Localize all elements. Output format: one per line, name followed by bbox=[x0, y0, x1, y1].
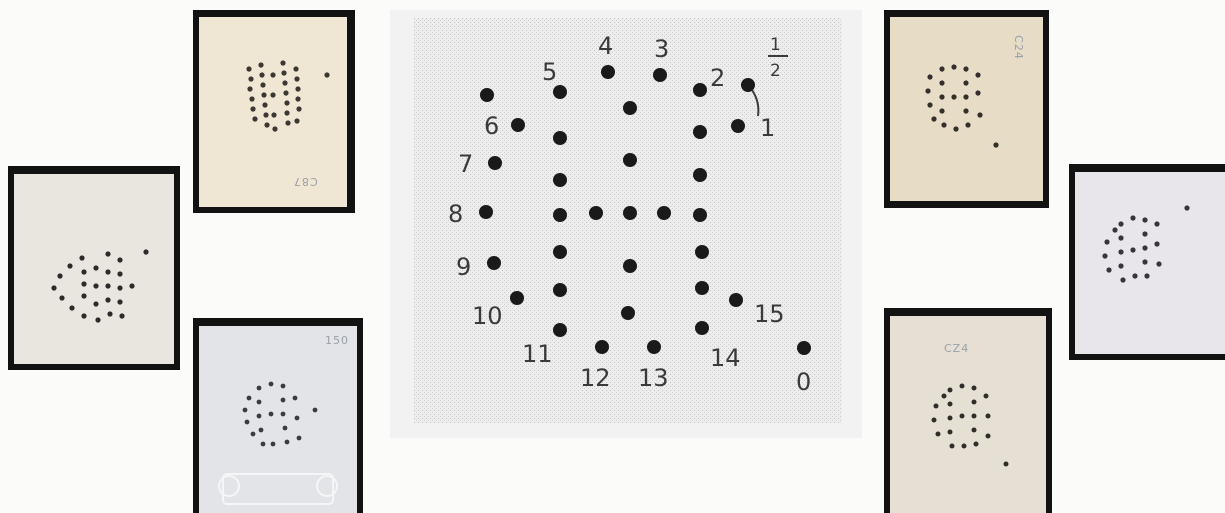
pencil-note: CZ4 bbox=[944, 342, 969, 355]
label-12: 12 bbox=[580, 364, 611, 392]
stamp-back: CZ4 bbox=[890, 316, 1046, 513]
stamp-card-mid-right bbox=[1069, 164, 1225, 360]
stamp-card-top-left: C87 bbox=[193, 10, 355, 213]
label-0: 0 bbox=[796, 368, 811, 396]
stamp-card-bottom-left: 150 bbox=[193, 318, 363, 513]
stamp-back: 150 bbox=[199, 326, 357, 513]
label-4: 4 bbox=[598, 32, 613, 60]
perfin-diagram: 4 3 5 2 1 2 1 6 7 8 9 10 11 12 13 14 15 … bbox=[390, 10, 862, 438]
label-11: 11 bbox=[522, 340, 553, 368]
label-5: 5 bbox=[542, 58, 557, 86]
perfin-holes bbox=[199, 326, 357, 513]
label-13: 13 bbox=[638, 364, 669, 392]
label-15: 15 bbox=[754, 300, 785, 328]
stamp-back: C87 bbox=[199, 17, 347, 207]
label-8: 8 bbox=[448, 200, 463, 228]
perfin-holes bbox=[14, 174, 174, 364]
label-3: 3 bbox=[654, 35, 669, 63]
label-2: 2 bbox=[710, 64, 725, 92]
stamp-card-mid-left bbox=[8, 166, 180, 370]
label-9: 9 bbox=[456, 253, 471, 281]
label-1-half-num: 1 bbox=[770, 35, 781, 55]
label-10: 10 bbox=[472, 302, 503, 330]
pencil-note: C24 bbox=[1012, 35, 1025, 60]
stamp-back: C24 bbox=[890, 17, 1043, 201]
stamp-card-bottom-right: CZ4 bbox=[884, 308, 1052, 513]
label-14: 14 bbox=[710, 344, 741, 372]
label-1: 1 bbox=[760, 114, 775, 142]
diagram-svg: 4 3 5 2 1 2 1 6 7 8 9 10 11 12 13 14 15 … bbox=[390, 10, 862, 438]
perfin-holes bbox=[1075, 172, 1225, 354]
label-6: 6 bbox=[484, 112, 499, 140]
label-7: 7 bbox=[458, 150, 473, 178]
perfin-holes bbox=[199, 17, 347, 207]
stamp-back bbox=[14, 174, 174, 364]
stamp-back bbox=[1075, 172, 1225, 354]
label-1-half-den: 2 bbox=[770, 61, 781, 81]
pencil-note: 150 bbox=[325, 334, 349, 347]
pencil-note: C87 bbox=[293, 175, 318, 188]
stamp-card-top-right: C24 bbox=[884, 10, 1049, 208]
